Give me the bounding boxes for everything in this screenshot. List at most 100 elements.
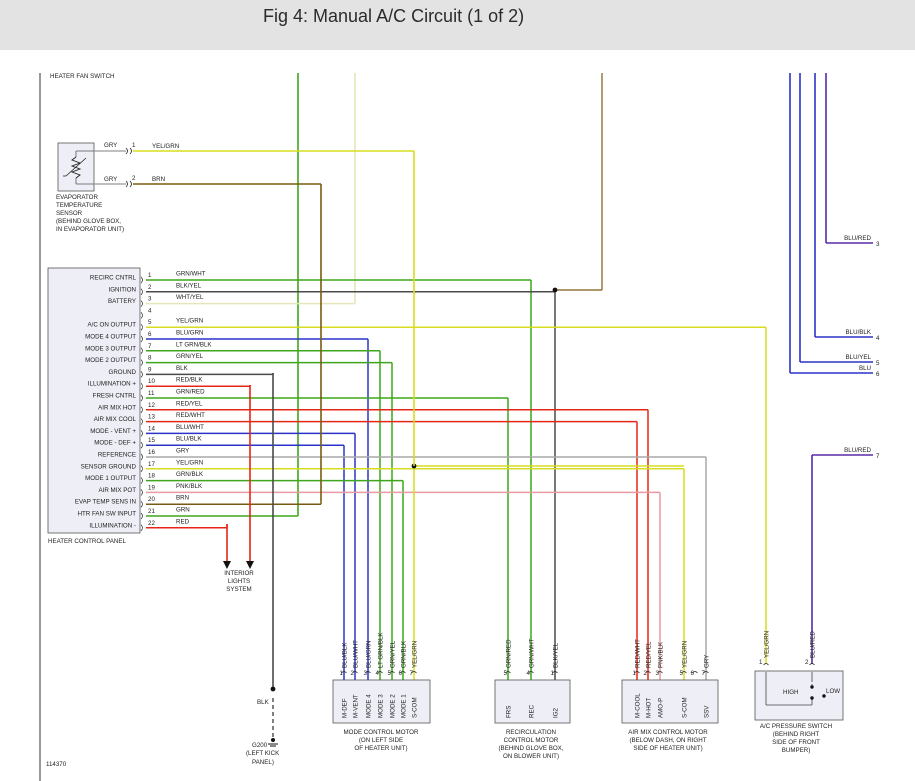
panel-pin-num: 1 — [148, 272, 152, 279]
panel-connector — [140, 500, 143, 508]
panel-pin-name: HTR FAN SW INPUT — [78, 511, 137, 518]
ref-wire-label: BLU/RED — [844, 447, 871, 454]
panel-pin-name: IGNITION — [109, 286, 137, 293]
panel-wire-label: YEL/GRN — [176, 459, 203, 466]
mode-control-motor-box — [332, 679, 431, 724]
mode-motor-connector — [341, 671, 347, 674]
panel-pin-name: AIR MIX HOT — [98, 404, 136, 411]
pressure-switch-label: A/C PRESSURE SWITCH — [760, 723, 832, 730]
sensor-label-2: TEMPERATURE — [56, 202, 102, 209]
airmix-motor-box — [621, 679, 719, 724]
arrow-down-icon — [223, 561, 231, 569]
panel-pin-num: 7 — [148, 343, 152, 350]
airmix-motor-pin-num: 6 — [691, 670, 695, 677]
airmix-motor-wire-label: YEL/GRN — [682, 641, 689, 668]
panel-connector — [140, 465, 143, 473]
airmix-motor-connector — [634, 671, 640, 674]
recirc-motor-connector — [528, 671, 534, 674]
sensor-label-4: (BEHIND GLOVE BOX, — [56, 218, 121, 225]
panel-connector — [140, 371, 143, 378]
ground-label-2: (LEFT KICK — [246, 750, 280, 757]
airmix-motor-pin-name: S-COM — [682, 697, 689, 718]
airmix-motor-connector — [703, 671, 709, 674]
ground-label-1: G200 — [252, 742, 268, 749]
panel-pin-num: 13 — [148, 414, 155, 421]
airmix-motor-label: AIR MIX CONTROL MOTOR — [628, 729, 708, 736]
panel-wire-label: LT GRN/BLK — [176, 341, 212, 348]
interior-lights: INTERIOR LIGHTS SYSTEM — [223, 385, 254, 593]
panel-connector — [140, 394, 143, 402]
recirc-motor-connector — [505, 671, 511, 674]
pressure-switch-internals: HIGH LOW — [765, 672, 840, 706]
mode-motor-pin-name: M-DEF — [342, 698, 349, 718]
panel-connector — [140, 359, 143, 366]
mode-motor-pin-num: 7 — [410, 670, 414, 677]
panel-wire-label: RED/WHT — [176, 412, 205, 419]
panel-wire-label: RED/BLK — [176, 377, 203, 384]
sensor-label-1: EVAPORATOR — [56, 194, 98, 201]
panel-pin-num: 17 — [148, 461, 155, 468]
junction-ignition — [552, 287, 558, 293]
panel-wire-label: BLU/GRN — [176, 330, 204, 337]
pressure-connector — [763, 663, 769, 666]
pressure-low-label: LOW — [826, 688, 840, 695]
heater-fan-switch-label: HEATER FAN SWITCH — [50, 73, 115, 80]
component-labels: BLU/RED3BLU/BLK4BLU/YEL5BLU6BLU/RED7BLU/… — [340, 235, 881, 760]
airmix-motor-connector — [645, 671, 651, 674]
panel-pin-name: A/C ON OUTPUT — [88, 322, 137, 329]
pressure-pin-num: 2 — [805, 659, 809, 666]
mode-motor-wire-label: YEL/GRN — [412, 641, 419, 668]
airmix-motor-label: SIDE OF HEATER UNIT) — [633, 745, 702, 752]
panel-pin-num: 22 — [148, 520, 155, 527]
airmix-motor-connector — [657, 671, 663, 674]
mode-motor-wire-label: GRN/BLK — [401, 640, 408, 668]
mode-motor-connector — [377, 671, 383, 674]
top-trunks — [297, 73, 603, 513]
panel-connector — [140, 406, 143, 414]
airmix-motor-label: (BELOW DASH, ON RIGHT — [629, 737, 706, 744]
sensor-label-3: SENSOR — [56, 210, 83, 217]
panel-wire-label: BLK — [176, 365, 189, 372]
sensor-pin2-wire: GRY — [104, 176, 117, 183]
figure-header: Fig 4: Manual A/C Circuit (1 of 2) — [0, 0, 915, 50]
panel-connector — [140, 300, 143, 307]
ref-wire-label: BLU/YEL — [846, 354, 872, 361]
pressure-connector — [809, 663, 815, 666]
ref-num: 6 — [876, 371, 880, 378]
panel-wire-label: YEL/GRN — [176, 318, 203, 325]
evaporator-sensor: GRY GRY 1 2 YEL/GRN BRN EVAPORATOR TEMPE… — [56, 142, 415, 501]
pressure-high-label: HIGH — [783, 689, 798, 696]
panel-pin-num: 14 — [148, 425, 155, 432]
mode-motor-pin-num: 4 — [376, 670, 380, 677]
mode-motor-pin-name: MODE 2 — [390, 694, 397, 718]
panel-connector — [140, 382, 143, 390]
airmix-motor-pin-name: M-COOL — [635, 693, 642, 718]
panel-pin-num: 3 — [148, 296, 152, 303]
panel-connector — [140, 347, 143, 355]
mode-motor-pin-name: M-VENT — [353, 694, 360, 718]
panel-pin-name: MODE 3 OUTPUT — [85, 345, 136, 352]
recirc-motor-wire-label: BLK/YEL — [553, 642, 560, 668]
recirc-motor-label: ON BLOWER UNIT) — [503, 753, 559, 760]
mode-motor-connector — [352, 671, 358, 674]
panel-connector — [140, 441, 143, 449]
sensor-connector-2 — [125, 180, 132, 188]
panel-wire-label: GRN — [176, 507, 190, 514]
ref-num: 5 — [876, 360, 880, 367]
panel-pin-name: ILLUMINATION + — [88, 381, 137, 388]
recirc-motor-label: CONTROL MOTOR — [504, 737, 559, 744]
recirc-motor-wire-label: GRN/WHT — [529, 638, 536, 668]
panel-wire-label: PNK/BLK — [176, 483, 203, 490]
mode-motor-wire-label: BLU/GRN — [366, 640, 373, 668]
figure-title: Fig 4: Manual A/C Circuit (1 of 2) — [263, 6, 525, 26]
recirc-motor-pin-name: IG2 — [553, 707, 560, 718]
mode-motor-wire-label: BLU/WHT — [353, 640, 360, 668]
ground-wire-label: BLK — [257, 699, 270, 706]
panel-connector — [140, 477, 143, 484]
ref-wire-label: BLU/BLK — [846, 329, 872, 336]
pressure-switch-label: BUMPER) — [782, 747, 811, 754]
airmix-motor-connector — [692, 671, 698, 674]
panel-pin-name: EVAP TEMP SENS IN — [75, 499, 136, 506]
ref-num: 4 — [876, 335, 880, 342]
recirc-motor-pin-num: 1 — [551, 670, 555, 677]
